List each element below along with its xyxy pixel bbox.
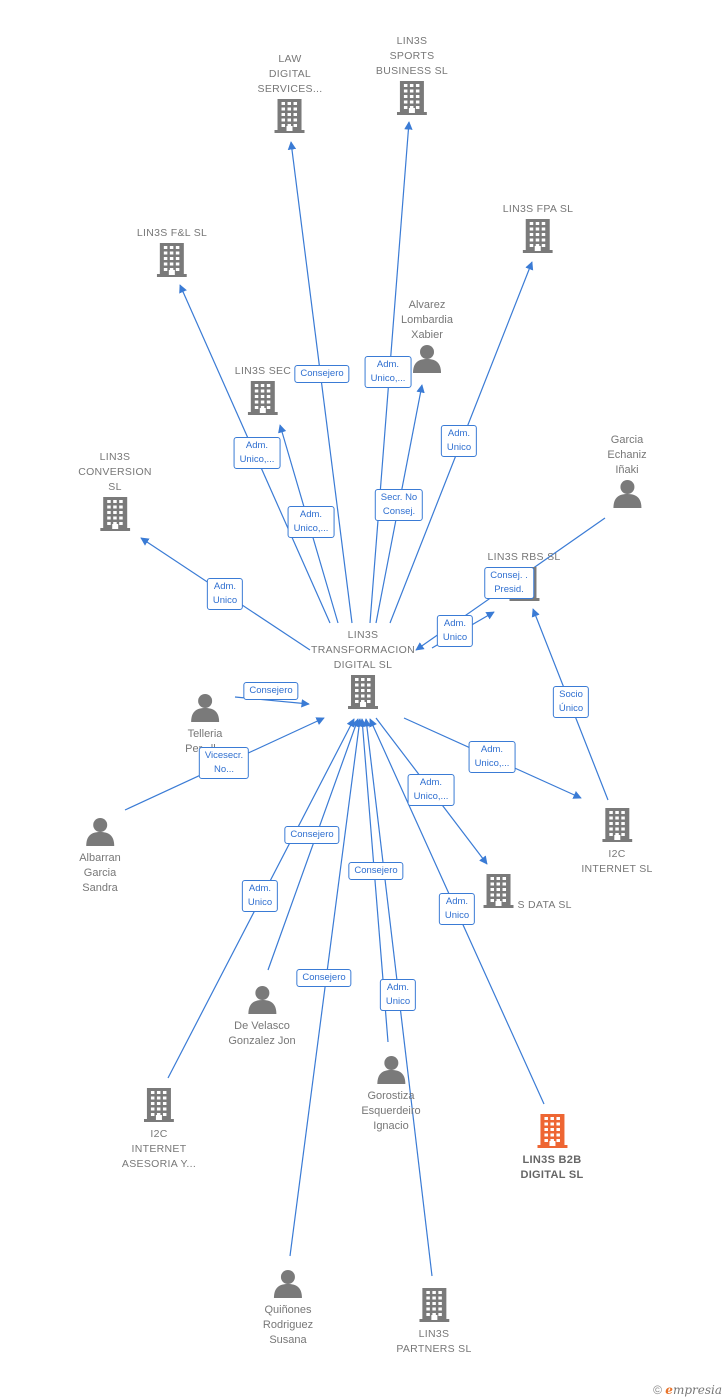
edge-label-e-data[interactable]: Adm. Unico,... [407, 774, 455, 806]
edge-label-e-alvarez[interactable]: Secr. No Consej. [374, 489, 424, 521]
building-icon [376, 79, 448, 120]
edge-label-e-law[interactable]: Consejero [294, 365, 350, 383]
person-icon [401, 343, 453, 378]
company-node-partners[interactable]: LIN3S PARTNERS SL [396, 1286, 471, 1357]
building-icon [78, 495, 152, 536]
brand-logo: empresia [665, 1383, 722, 1397]
node-label: Albarran Garcia Sandra [79, 852, 121, 894]
company-node-b2b[interactable]: LIN3S B2B DIGITAL SL [520, 1112, 583, 1183]
node-label: S DATA SL [517, 899, 572, 911]
building-icon [503, 217, 574, 258]
node-label: I2C INTERNET ASESORIA Y... [121, 1128, 197, 1170]
person-node-quinones[interactable]: Quiñones Rodriguez Susana [263, 1268, 313, 1348]
company-node-data[interactable]: S DATA SL [483, 872, 572, 913]
company-node-i2casesoria[interactable]: I2C INTERNET ASESORIA Y... [122, 1086, 196, 1172]
person-node-albarran[interactable]: Albarran Garcia Sandra [79, 816, 121, 896]
building-icon [137, 241, 207, 282]
company-node-i2c[interactable]: I2C INTERNET SL [581, 806, 652, 877]
edge-label-e-telleria[interactable]: Consejero [243, 682, 299, 700]
building-icon [396, 1286, 471, 1327]
edge-label-e-albarran[interactable]: Vicesecr. No... [198, 747, 250, 779]
building-icon [235, 379, 291, 420]
edge-e-quinones [289, 718, 364, 1257]
person-icon [79, 816, 121, 851]
person-icon [607, 478, 646, 513]
person-node-alvarez[interactable]: Alvarez Lombardia Xabier [401, 298, 453, 378]
node-label: Garcia Echaniz Iñaki [607, 434, 647, 476]
node-label: LIN3S TRANSFORMACION DIGITAL SL [311, 629, 415, 671]
edge-label-e-fl[interactable]: Adm. Unico,... [233, 437, 281, 469]
company-node-center[interactable]: LIN3S TRANSFORMACION DIGITAL SL [311, 628, 415, 714]
edge-label-e-partners[interactable]: Adm. Unico [379, 979, 417, 1011]
node-label: Alvarez Lombardia Xabier [401, 299, 453, 341]
person-icon [263, 1268, 313, 1303]
company-node-fl[interactable]: LIN3S F&L SL [137, 226, 207, 282]
building-icon [520, 1112, 583, 1153]
company-node-sec[interactable]: LIN3S SEC [235, 364, 291, 420]
node-label: LIN3S PARTNERS SL [396, 1328, 472, 1355]
node-label: LIN3S SPORTS BUSINESS SL [375, 35, 449, 77]
node-label: LIN3S B2B DIGITAL SL [520, 1154, 584, 1181]
edge-label-e-b2b[interactable]: Adm. Unico [438, 893, 476, 925]
edge-label-e-conversion[interactable]: Adm. Unico [206, 578, 244, 610]
edge-label-e-fpa[interactable]: Adm. Unico [440, 425, 478, 457]
edge-label-e-i2c-rbs[interactable]: Socio Único [552, 686, 590, 718]
node-label: LIN3S RBS SL [487, 551, 561, 563]
company-node-conversion[interactable]: LIN3S CONVERSION SL [78, 450, 152, 536]
company-node-fpa[interactable]: LIN3S FPA SL [503, 202, 574, 258]
building-icon [122, 1086, 196, 1127]
copyright-symbol: © [653, 1383, 662, 1397]
person-icon [361, 1054, 420, 1089]
node-label: I2C INTERNET SL [581, 848, 653, 875]
person-node-develasco[interactable]: De Velasco Gonzalez Jon [228, 984, 296, 1049]
node-label: De Velasco Gonzalez Jon [228, 1020, 296, 1047]
edge-label-e-quinones[interactable]: Consejero [296, 969, 352, 987]
node-label: LIN3S SEC [234, 365, 292, 377]
person-icon [185, 692, 225, 727]
edge-label-e-garcia[interactable]: Consej. . Presid. [484, 567, 534, 599]
edge-label-e-i2c-sl[interactable]: Adm. Unico,... [468, 741, 516, 773]
node-label: LIN3S CONVERSION SL [78, 451, 152, 493]
edge-label-e-i2casesoria[interactable]: Adm. Unico [241, 880, 279, 912]
building-icon [581, 806, 652, 847]
node-label: LIN3S FPA SL [502, 203, 574, 215]
building-icon [483, 872, 514, 913]
node-label: LIN3S F&L SL [136, 227, 208, 239]
node-label: Gorostiza Esquerdeiro Ignacio [361, 1090, 421, 1132]
building-icon [311, 673, 415, 714]
footer-brand: © empresia [653, 1383, 722, 1397]
person-icon [228, 984, 295, 1019]
edge-label-e-gorostiza[interactable]: Consejero [348, 862, 404, 880]
person-node-gorostiza[interactable]: Gorostiza Esquerdeiro Ignacio [361, 1054, 421, 1134]
person-node-garcia[interactable]: Garcia Echaniz Iñaki [607, 433, 647, 513]
company-node-sports[interactable]: LIN3S SPORTS BUSINESS SL [376, 34, 448, 120]
edge-label-e-sports[interactable]: Adm. Unico,... [364, 356, 412, 388]
edge-label-e-sec[interactable]: Adm. Unico,... [287, 506, 335, 538]
node-label: Quiñones Rodriguez Susana [262, 1304, 314, 1346]
edge-e-develasco [267, 718, 360, 971]
building-icon [258, 97, 323, 138]
node-label: LAW DIGITAL SERVICES... [257, 53, 323, 95]
edge-label-e-rbs[interactable]: Adm. Unico [436, 615, 474, 647]
edge-label-e-develasco[interactable]: Consejero [284, 826, 340, 844]
company-node-law[interactable]: LAW DIGITAL SERVICES... [258, 52, 323, 138]
